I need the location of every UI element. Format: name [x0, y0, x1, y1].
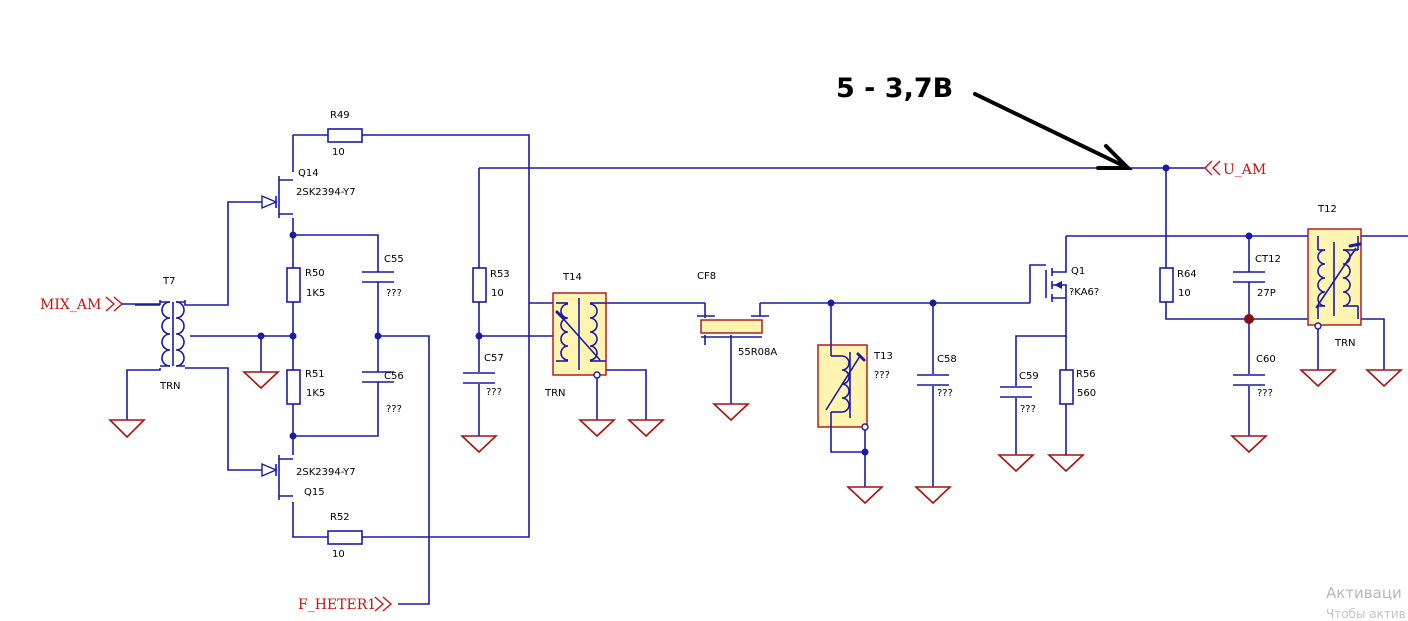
ground-icon: [577, 419, 617, 438]
capacitor-ct12: CT12 27P: [1233, 254, 1281, 299]
t12-value: TRN: [1334, 338, 1356, 349]
ground-icon: [913, 486, 953, 505]
port-arrow-icon: [374, 596, 393, 612]
capacitor-c56: C56 ???: [362, 371, 404, 415]
c56-value: ???: [386, 404, 402, 415]
port-arrow-icon: [1204, 160, 1221, 176]
ground-icon: [1046, 454, 1086, 473]
c58-value: ???: [937, 388, 953, 399]
port-mix-am: MIX_AM: [40, 296, 160, 313]
t12-ref: T12: [1317, 204, 1337, 215]
r52-ref: R52: [330, 512, 350, 523]
transformer-t14: T14 TRN: [544, 272, 607, 399]
t13-value: ???: [874, 370, 890, 381]
r50-ref: R50: [305, 268, 325, 279]
r49-ref: R49: [330, 110, 350, 121]
ground-icon: [711, 403, 751, 422]
t13-ref: T13: [873, 351, 893, 362]
c57-value: ???: [486, 387, 502, 398]
capacitor-c55: C55 ???: [362, 254, 404, 299]
watermark-line2: Чтобы актив: [1326, 607, 1406, 621]
port-arrow-icon: [105, 296, 124, 312]
ground-icon: [626, 419, 666, 438]
r64-value: 10: [1178, 288, 1191, 299]
r50-value: 1K5: [306, 288, 325, 299]
ground-icon: [1364, 369, 1404, 388]
resistor-r51: R51 1K5: [286, 369, 325, 405]
transistor-q1: Q1 ?KA6?: [1045, 265, 1099, 303]
resistor-r56: R56 560: [1059, 369, 1096, 405]
ground-icon: [459, 435, 499, 454]
t7-value: TRN: [159, 381, 181, 392]
r53-value: 10: [491, 288, 504, 299]
port-mix-am-label: MIX_AM: [40, 297, 101, 313]
cf8-value: 55R08A: [738, 347, 777, 358]
c59-ref: C59: [1019, 371, 1039, 382]
filter-cf8: CF8 55R08A: [697, 271, 777, 358]
voltage-annotation: 5 - 3,7B: [836, 73, 1133, 170]
ct12-value: 27P: [1257, 288, 1276, 299]
t14-value: TRN: [544, 388, 566, 399]
c55-value: ???: [386, 288, 402, 299]
r51-value: 1K5: [306, 388, 325, 399]
port-f-heter1-label: F_HETER1: [298, 597, 376, 613]
r64-ref: R64: [1177, 269, 1197, 280]
ground-icon: [1298, 369, 1338, 388]
coil-t13: T13 ???: [817, 344, 893, 431]
transformer-t7: T7 TRN: [159, 276, 185, 392]
r52-value: 10: [332, 549, 345, 560]
resistor-r49: R49 10: [327, 110, 363, 158]
q15-value: 2SK2394-Y7: [296, 467, 356, 478]
q14-ref: Q14: [298, 168, 319, 179]
ground-icon: [241, 371, 281, 390]
ct12-ref: CT12: [1255, 254, 1281, 265]
c56-ref: C56: [384, 371, 404, 382]
ground-icon: [845, 486, 885, 505]
resistor-r52: R52 10: [327, 512, 363, 560]
capacitor-c57: C57 ???: [463, 353, 504, 398]
capacitor-c59: C59 ???: [1000, 371, 1039, 415]
port-u-am-label: U_AM: [1223, 162, 1266, 178]
port-f-heter1: F_HETER1: [298, 596, 393, 613]
resistor-r53: R53 10: [472, 267, 510, 303]
c55-ref: C55: [384, 254, 404, 265]
r49-value: 10: [332, 147, 345, 158]
ground-icon: [108, 419, 146, 439]
transistor-q15: 2SK2394-Y7 Q15: [261, 455, 356, 500]
r53-ref: R53: [490, 269, 510, 280]
ground-symbols: [108, 369, 1404, 505]
q1-ref: Q1: [1071, 266, 1085, 277]
resistor-r50: R50 1K5: [286, 267, 325, 303]
transistor-q14: Q14 2SK2394-Y7: [261, 168, 356, 218]
capacitor-c60: C60 ???: [1233, 354, 1276, 399]
transformer-t12: T12 TRN: [1307, 204, 1362, 349]
c58-ref: C58: [937, 354, 957, 365]
resistor-r64: R64 10: [1159, 267, 1197, 303]
watermark-line1: Активаци: [1326, 584, 1402, 602]
q14-value: 2SK2394-Y7: [296, 187, 356, 198]
c60-value: ???: [1257, 388, 1273, 399]
windows-activation-watermark: Активаци Чтобы актив: [1326, 584, 1406, 621]
r56-ref: R56: [1076, 369, 1096, 380]
c59-value: ???: [1020, 404, 1036, 415]
arrow-head-icon: [1096, 144, 1133, 170]
capacitor-c58: C58 ???: [917, 354, 957, 399]
junctions: [257, 164, 1254, 456]
annotation-arrow: [973, 92, 1130, 170]
q1-value: ?KA6?: [1069, 287, 1099, 298]
ground-icon: [996, 454, 1036, 473]
q15-ref: Q15: [304, 487, 325, 498]
r56-value: 560: [1077, 388, 1096, 399]
cf8-ref: CF8: [697, 271, 716, 282]
voltage-annotation-text: 5 - 3,7B: [836, 73, 953, 104]
r51-ref: R51: [305, 369, 325, 380]
port-u-am: U_AM: [1204, 160, 1266, 178]
c60-ref: C60: [1256, 354, 1276, 365]
t14-ref: T14: [562, 272, 582, 283]
ground-icon: [1229, 435, 1269, 454]
c57-ref: C57: [484, 353, 504, 364]
t7-ref: T7: [162, 276, 175, 287]
